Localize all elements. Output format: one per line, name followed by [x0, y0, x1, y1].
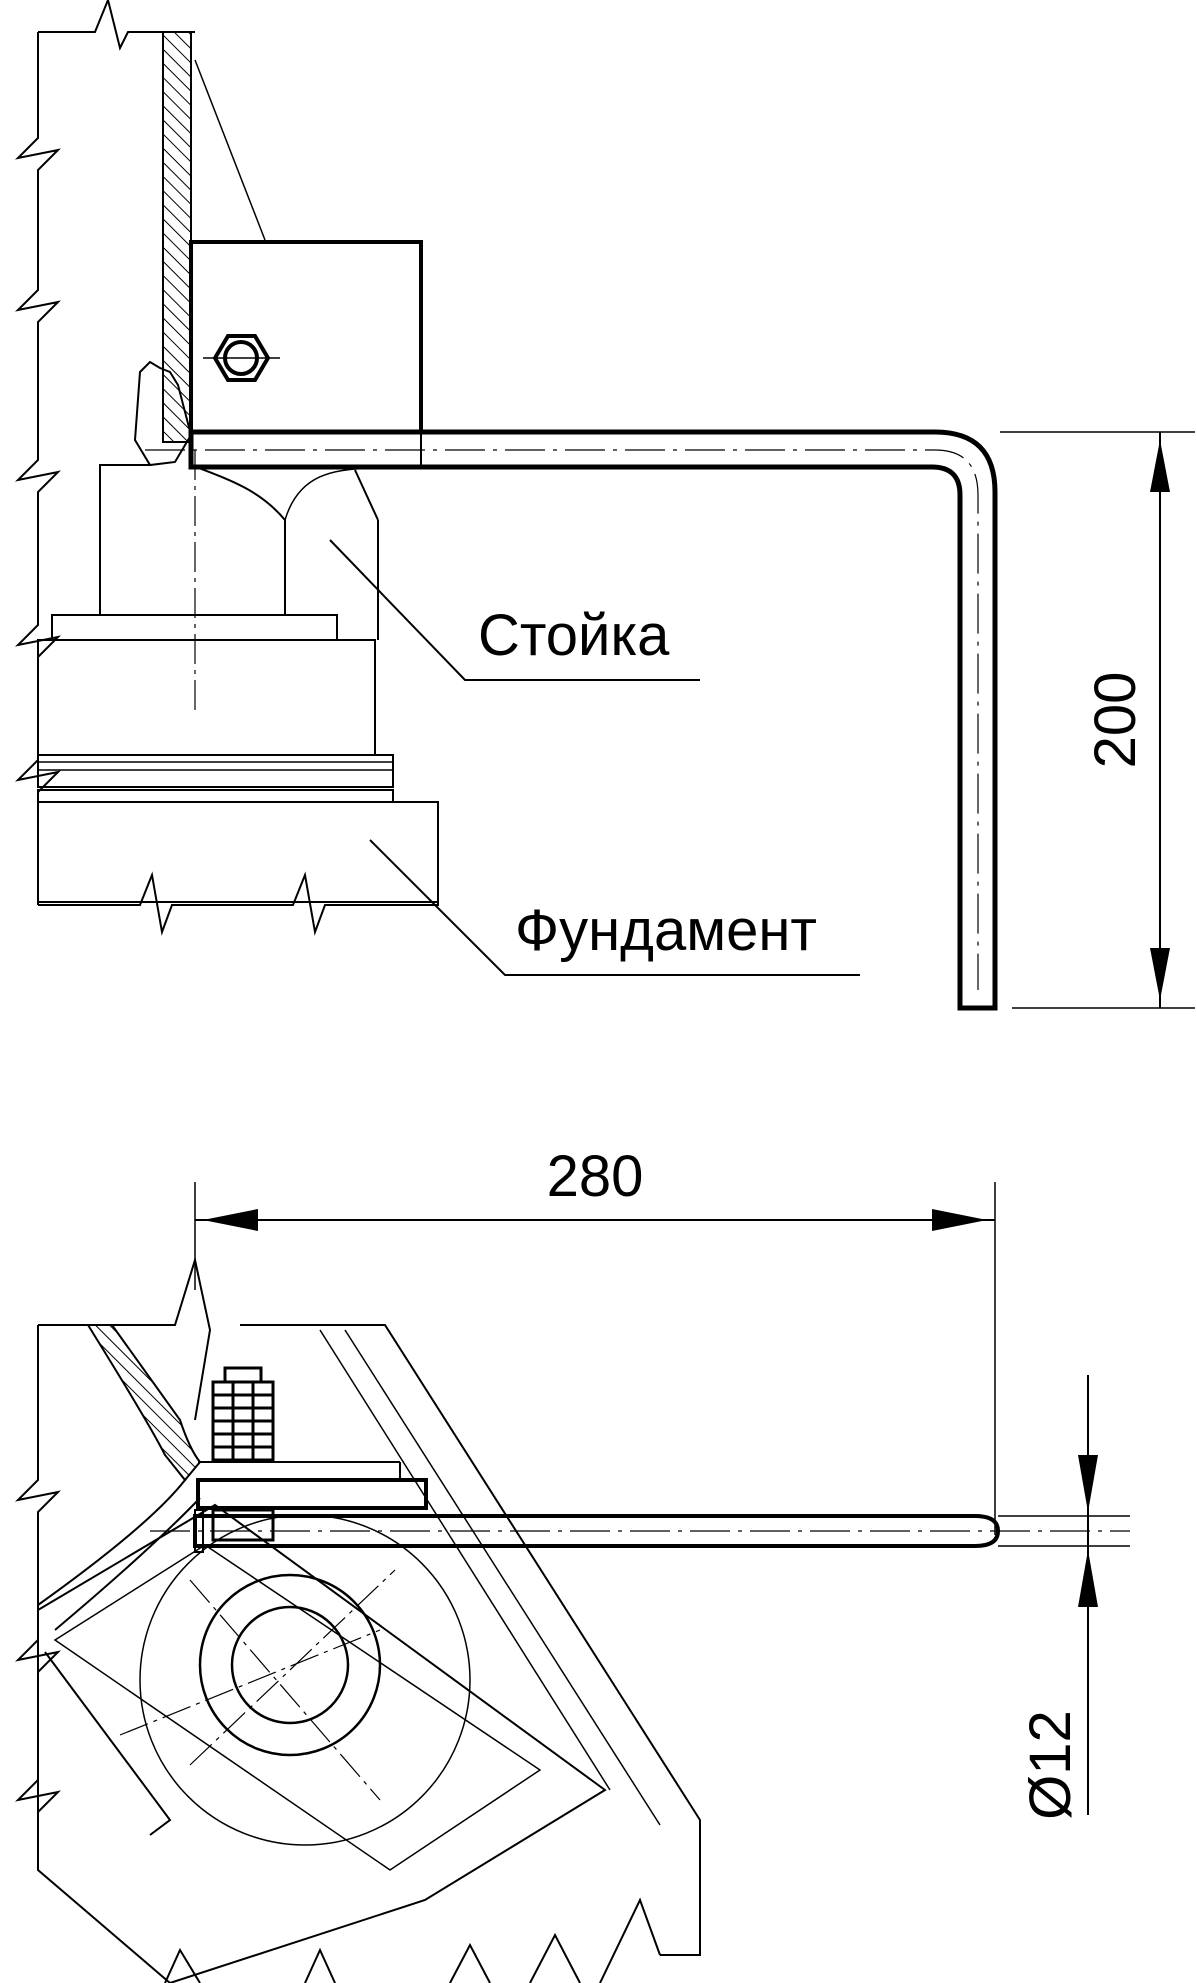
plan-wall-break [38, 1256, 212, 1421]
wall-top-break [38, 0, 195, 51]
insulator-profile [133, 360, 192, 467]
label-post: Стойка [478, 603, 670, 668]
plan-base-square [37, 1503, 607, 1983]
foundation-break [38, 802, 439, 936]
dim-text-200: 200 [1083, 672, 1148, 769]
post-leader [329, 539, 700, 681]
plan-bracket-plate [196, 1478, 428, 1510]
plan-bolt-icon [211, 1366, 275, 1542]
insulator-circle-inner [230, 1605, 350, 1725]
foundation-leader [369, 839, 860, 976]
wall-break-line [14, 32, 62, 905]
elevation-view [14, 0, 1195, 1011]
label-foundation: Фундамент [515, 898, 817, 963]
plan-wall-hatch [86, 1324, 202, 1482]
dim-text-d12: Ø12 [1018, 1710, 1083, 1820]
dim-text-280: 280 [547, 1144, 644, 1209]
plan-view [14, 1182, 1130, 1983]
grounding-bar [188, 429, 998, 1011]
wall-hatch [162, 31, 192, 443]
insulator-circle-outer [139, 1514, 471, 1846]
insulator-circle-mid [198, 1573, 382, 1757]
